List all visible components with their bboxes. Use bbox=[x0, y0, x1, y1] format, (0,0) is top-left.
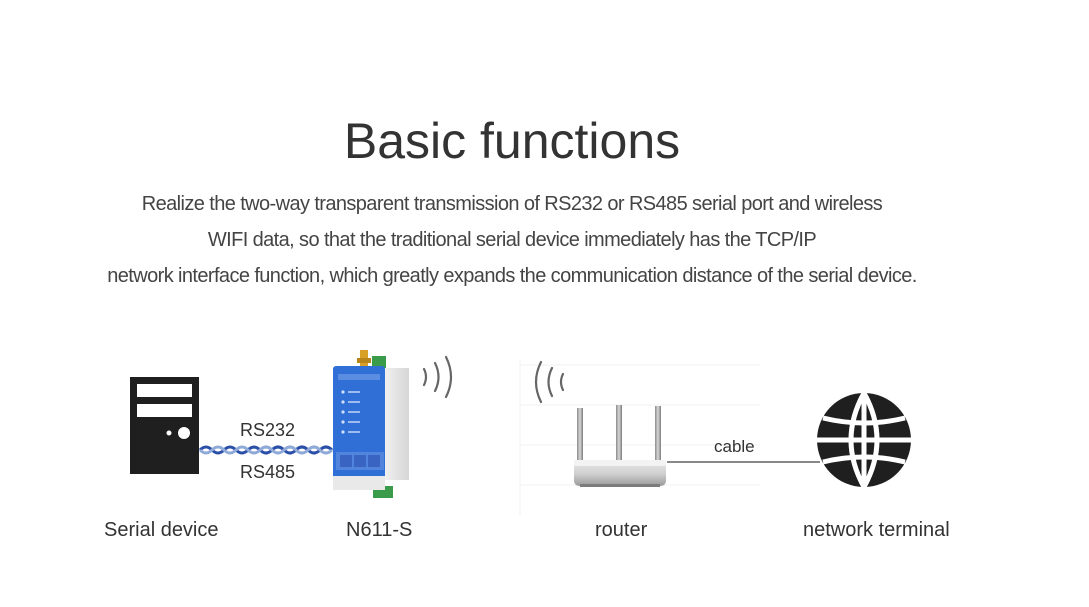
router-wifi-signal-icon bbox=[534, 360, 565, 404]
serial-device-icon bbox=[130, 377, 199, 474]
n611-s-module-icon bbox=[333, 350, 409, 498]
module-wifi-signal-icon bbox=[422, 355, 453, 399]
description-line-1: Realize the two-way transparent transmis… bbox=[141, 193, 883, 215]
serial-device-label: Serial device bbox=[104, 519, 219, 541]
router-label: router bbox=[595, 519, 648, 541]
network-terminal-label: network terminal bbox=[803, 519, 950, 541]
rs485-label: RS485 bbox=[240, 462, 296, 482]
rs232-label: RS232 bbox=[240, 420, 296, 440]
module-label: N611-S bbox=[346, 519, 413, 541]
cable-label: cable bbox=[714, 437, 755, 456]
serial-cable bbox=[198, 445, 334, 455]
router-icon bbox=[574, 405, 666, 487]
description-line-2: WIFI data, so that the traditional seria… bbox=[207, 229, 817, 251]
description-line-3: network interface function, which greatl… bbox=[107, 265, 917, 287]
network-terminal-globe-icon bbox=[817, 391, 911, 489]
page-title: Basic functions bbox=[343, 113, 681, 169]
